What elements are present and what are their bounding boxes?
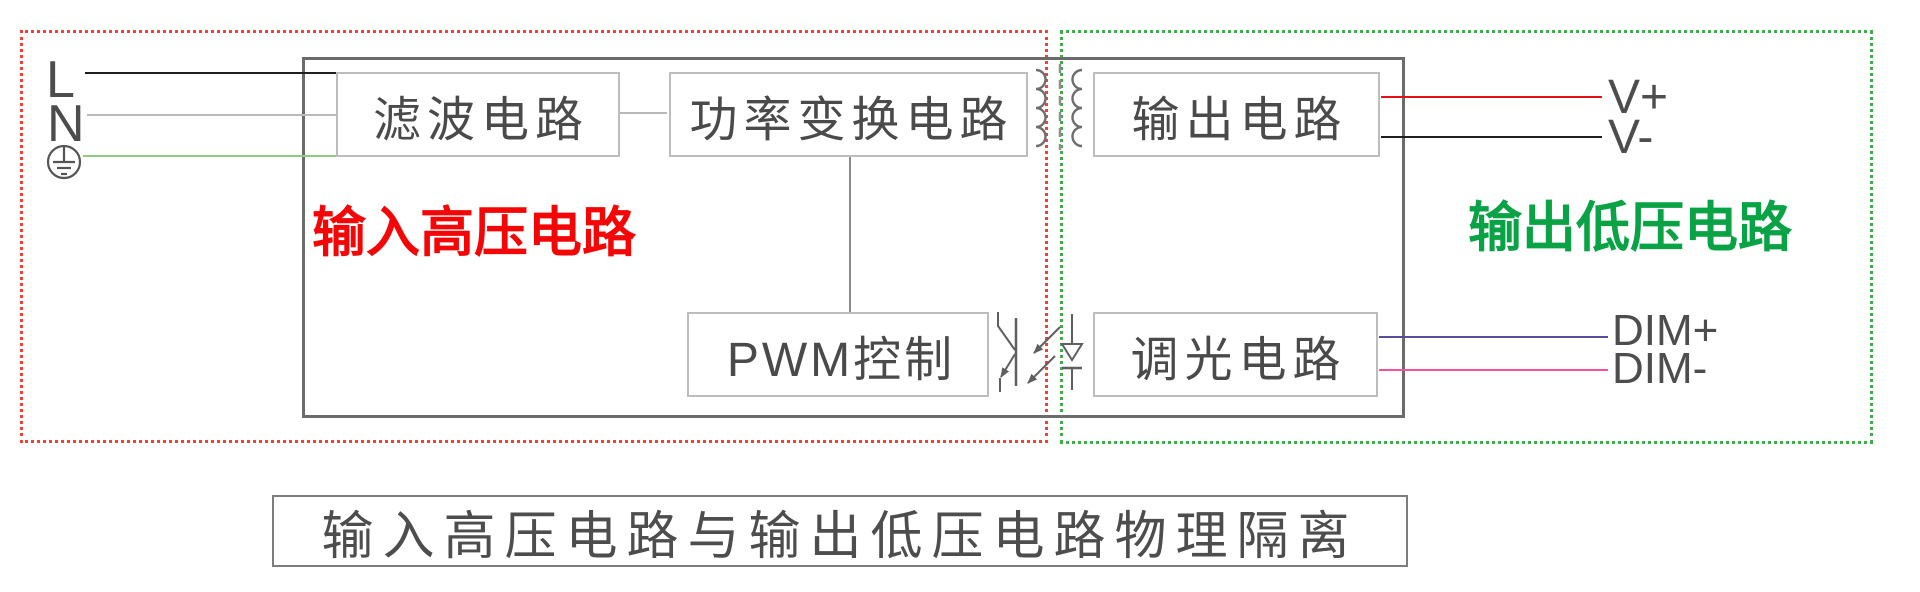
- transformer-primary-winding: [1035, 68, 1047, 148]
- phototransistor-collector: [997, 312, 1016, 351]
- light-emission-arrow: [1027, 355, 1056, 384]
- v-plus-terminal-label: V+: [1608, 71, 1669, 124]
- isolation-caption-text: 输入高压电路与输出低压电路物理隔离: [321, 507, 1359, 566]
- dim-plus-terminal-label: DIM+: [1612, 306, 1719, 355]
- led-triangle: [1060, 343, 1084, 362]
- phototransistor-emitter: [1000, 353, 1016, 378]
- power-conversion-block: 功率变换电路: [669, 72, 1028, 157]
- pwm-control-label: PWM控制: [726, 333, 956, 387]
- optocoupler-icon: [997, 312, 1084, 392]
- transformer-icon: [1035, 64, 1083, 150]
- earth-ground-icon: [46, 144, 82, 180]
- output-circuit-block: 输出电路: [1093, 72, 1380, 157]
- pwm-control-block: PWM控制: [687, 312, 989, 397]
- power-conversion-label: 功率变换电路: [689, 93, 1014, 147]
- output-low-voltage-zone-border: [1060, 30, 1873, 444]
- light-emission-arrow: [1033, 326, 1061, 354]
- dimming-circuit-label: 调光电路: [1130, 333, 1347, 387]
- input-high-voltage-zone-title: 输入高压电路: [312, 203, 636, 263]
- line-terminal-label: L: [46, 51, 75, 109]
- power-supply-enclosure-box: [302, 57, 1405, 418]
- output-circuit-label: 输出电路: [1131, 93, 1348, 147]
- dimming-circuit-block: 调光电路: [1093, 312, 1378, 397]
- dim-minus-terminal-label: DIM-: [1612, 344, 1708, 393]
- filter-circuit-block: 滤波电路: [336, 72, 620, 157]
- transformer-secondary-winding: [1071, 68, 1083, 148]
- input-high-voltage-zone-border: [20, 30, 1048, 443]
- filter-circuit-label: 滤波电路: [372, 93, 589, 147]
- neutral-terminal-label: N: [47, 95, 85, 153]
- v-minus-terminal-label: V-: [1608, 111, 1654, 164]
- output-low-voltage-zone-title: 输出低压电路: [1468, 198, 1792, 258]
- isolation-caption-box: 输入高压电路与输出低压电路物理隔离: [272, 495, 1408, 567]
